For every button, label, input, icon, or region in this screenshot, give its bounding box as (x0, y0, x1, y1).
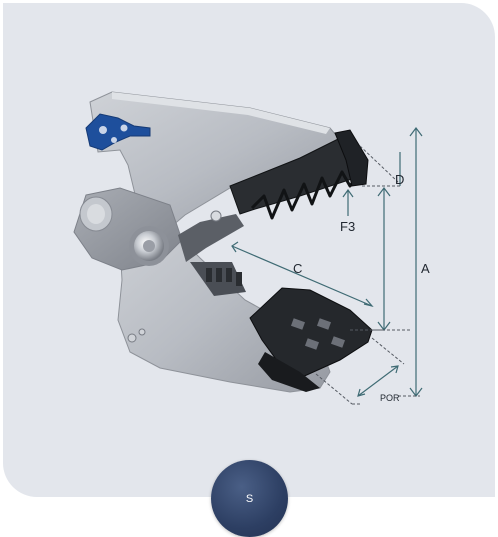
reference-lines (315, 145, 420, 405)
dimension-a-top-arrow (409, 127, 423, 137)
dimension-lines (231, 127, 423, 397)
dimension-opening-top-arrow (377, 187, 391, 197)
badge-label: S (245, 492, 254, 505)
dimension-por-line (357, 365, 399, 397)
dimension-por-start-arrow (357, 388, 366, 397)
label-f3: F3 (340, 219, 355, 234)
hydraulic-fitting-icon (85, 113, 151, 151)
dimension-c-end-arrow (363, 298, 374, 308)
dimension-f3-arrow (342, 188, 354, 198)
dimension-c-start-arrow (231, 241, 239, 253)
label-d: D (395, 172, 404, 187)
attachment-illustration (73, 91, 373, 393)
diagram-card (3, 3, 495, 497)
label-c: C (293, 261, 302, 276)
s-badge-icon[interactable]: S (211, 460, 288, 537)
dimension-por-end-arrow (390, 365, 399, 374)
dimension-c-line (231, 245, 373, 307)
label-a: A (421, 261, 430, 276)
label-por: POR (380, 393, 400, 403)
